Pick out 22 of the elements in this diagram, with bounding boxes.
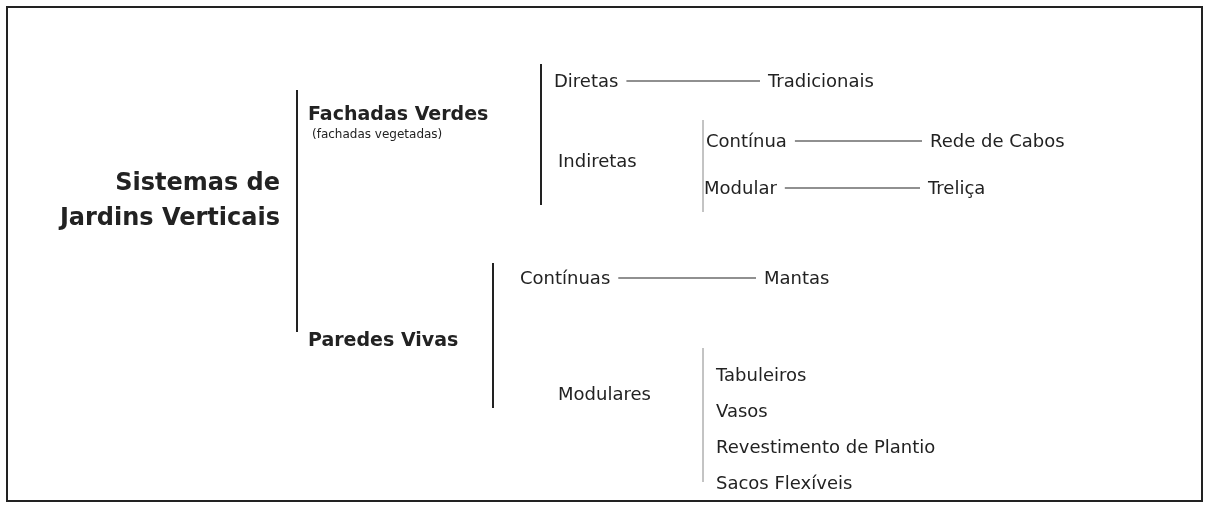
category-text: Paredes Vivas [308, 328, 459, 351]
item-text: Sacos Flexíveis [716, 472, 853, 494]
connector-line [625, 80, 761, 82]
connector-line [784, 187, 921, 189]
title-text: Sistemas de Jardins Verticais [57, 167, 280, 233]
item-text: Revestimento de Plantio [716, 436, 936, 458]
node-text: Tradicionais [760, 69, 882, 93]
item-text: Vasos [716, 400, 768, 422]
category-text: Indiretas [558, 150, 637, 172]
subtitle-text: (fachadas vegetadas) [312, 126, 443, 142]
node-text: Diretas [546, 69, 627, 93]
connector-line [794, 140, 923, 142]
node-text: Modular [696, 176, 785, 200]
connector-line [617, 277, 757, 279]
node-text: Treliça [920, 176, 994, 200]
node-text: Contínua [698, 129, 795, 153]
category-text: Modulares [558, 383, 651, 405]
category-text: Fachadas Verdes [308, 102, 489, 125]
node-text: Mantas [756, 266, 838, 290]
node-text: Rede de Cabos [922, 129, 1073, 153]
node-text: Contínuas [512, 266, 619, 290]
item-text: Tabuleiros [716, 364, 807, 386]
